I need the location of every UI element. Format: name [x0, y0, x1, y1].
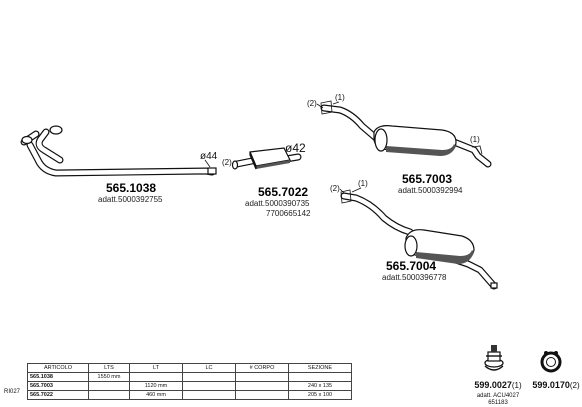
header-sezione: SEZIONE: [288, 363, 352, 373]
header-lc: LC: [182, 363, 236, 373]
cell-corpo: [235, 372, 289, 382]
table-row: 565.7022 460 mm 205 x 100: [27, 390, 352, 400]
rubber-ring-icon: [540, 351, 562, 373]
cell-lt: [129, 372, 183, 382]
extra-ref-565-7022: 7700665142: [266, 209, 311, 218]
accessory-code: 599.0170: [532, 380, 570, 390]
cell-lc: [182, 390, 236, 400]
header-articolo: ARTICOLO: [27, 363, 89, 373]
clamp-bolt-icon: [484, 345, 504, 371]
accessory-adatt-label: adatt.: [476, 393, 492, 399]
accessory-qty: (2): [569, 381, 580, 390]
adatt-label-565-1038: adatt.: [98, 195, 118, 204]
cell-corpo: [235, 381, 289, 391]
diameter-label-565-1038: ø44: [200, 151, 218, 162]
cell-articolo: 565.7022: [27, 390, 89, 400]
adatt-code-565-7022: 5000390735: [265, 199, 310, 208]
cell-corpo: [235, 390, 289, 400]
cell-lts: [88, 390, 130, 400]
cell-lt: 460 mm: [129, 390, 183, 400]
cell-articolo: 565.7003: [27, 381, 89, 391]
cell-lts: 1550 mm: [88, 372, 130, 382]
table-row: 565.7003 1120 mm 240 x 135: [27, 381, 352, 391]
header-lt: LT: [129, 363, 183, 373]
accessory-code: 599.0027: [474, 380, 512, 390]
callout-2-565-7004: (2): [330, 184, 340, 193]
table-header-row: ARTICOLO LTS LT LC # CORPO SEZIONE: [27, 363, 352, 373]
cell-lt: 1120 mm: [129, 381, 183, 391]
accessory-qty: (1): [511, 381, 522, 390]
adatt-code-565-7004: 5000396778: [402, 273, 447, 282]
cell-lc: [182, 372, 236, 382]
cell-lc: [182, 381, 236, 391]
adatt-label-565-7004: adatt.: [382, 273, 402, 282]
cell-lts: [88, 381, 130, 391]
callout-1a-565-7003: (1): [335, 93, 345, 102]
table-row: 565.1038 1550 mm: [27, 372, 352, 382]
accessory-599-0027: 599.0027(1) adatt. ACU4027 651183: [468, 375, 528, 407]
catalog-code: RI027: [4, 389, 21, 395]
diameter-label-565-7022: ø42: [285, 141, 306, 155]
adatt-code-565-1038: 5000392755: [118, 195, 163, 204]
adatt-code-565-7003: 5000392994: [418, 186, 463, 195]
part-code-565-7022: 565.7022: [258, 185, 308, 199]
part-565-7003-drawing: [320, 100, 492, 168]
callout-565-7022: (2): [222, 158, 232, 167]
part-code-565-7004: 565.7004: [386, 259, 436, 273]
cell-sezione: 240 x 135: [288, 381, 352, 391]
accessory-adatt-code: ACU4027: [493, 393, 520, 399]
adatt-label-565-7022: adatt.: [245, 199, 265, 208]
part-565-7022-drawing: [231, 147, 302, 170]
part-565-1038-drawing: [20, 125, 217, 177]
part-code-565-7003: 565.7003: [402, 172, 452, 186]
adatt-label-565-7003: adatt.: [398, 186, 418, 195]
cell-sezione: 205 x 100: [288, 390, 352, 400]
header-lts: LTS: [88, 363, 130, 373]
callout-1-565-7004: (1): [358, 179, 368, 188]
parts-spec-table: ARTICOLO LTS LT LC # CORPO SEZIONE 565.1…: [27, 363, 352, 400]
part-565-7004-drawing: [340, 189, 498, 290]
part-code-565-1038: 565.1038: [106, 181, 156, 195]
callout-2-565-7003: (2): [307, 99, 317, 108]
header-corpo: # CORPO: [235, 363, 289, 373]
accessory-599-0170: 599.0170(2): [532, 375, 580, 393]
callout-1b-565-7003: (1): [470, 135, 480, 144]
cell-sezione: [288, 372, 352, 382]
cell-articolo: 565.1038: [27, 372, 89, 382]
accessory-ref: 651183: [488, 400, 508, 406]
